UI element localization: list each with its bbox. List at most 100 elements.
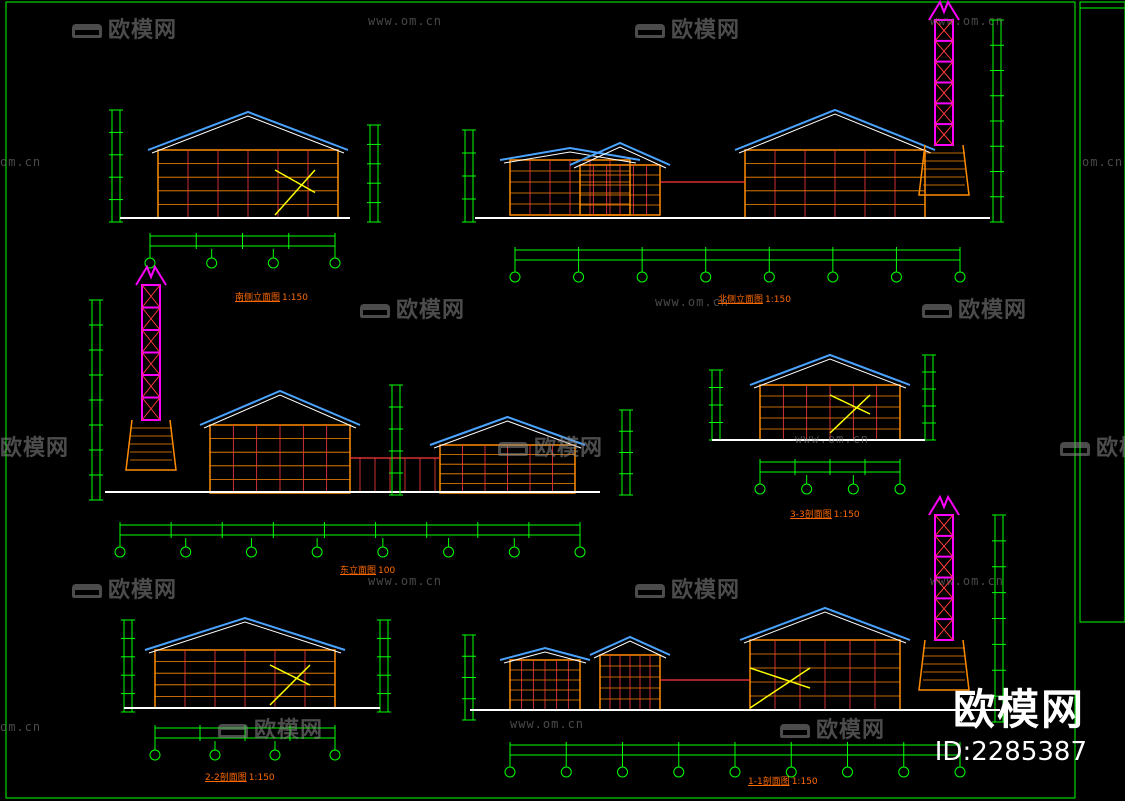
cad-line <box>829 394 837 399</box>
axis-bubble <box>377 546 389 558</box>
axis-bubble <box>801 483 813 495</box>
cad-polyline <box>593 640 667 659</box>
cad-line <box>863 410 871 415</box>
axis-bubble <box>954 271 966 283</box>
cad-line <box>274 207 283 216</box>
cad-polyline <box>569 141 671 166</box>
axis-bubble <box>898 766 910 778</box>
cad-line <box>849 407 858 415</box>
watermark-url: om.cn <box>0 155 42 169</box>
cad-line <box>836 419 844 428</box>
cad-line <box>779 677 791 683</box>
watermark-url: www.om.cn <box>655 295 730 309</box>
watermark-logo: 欧模网 <box>218 712 323 744</box>
cad-polyline <box>499 146 641 161</box>
cad-line <box>274 169 283 175</box>
sofa-icon <box>1060 442 1090 456</box>
axis-bubble <box>329 257 341 269</box>
cad-line <box>276 667 284 673</box>
cad-line <box>934 618 954 641</box>
cad-line <box>799 667 811 676</box>
cad-line <box>934 514 954 537</box>
cad-line <box>862 394 871 402</box>
axis-bubble <box>508 546 520 558</box>
brand-id: ID:2285387 <box>934 737 1087 767</box>
cad-line <box>307 188 316 194</box>
axis-bubble <box>842 766 853 778</box>
cad-polyline <box>928 0 960 21</box>
cad-polyline <box>203 394 357 429</box>
cad-polyline <box>147 110 349 151</box>
cad-line <box>287 192 296 201</box>
cad-line <box>282 670 291 676</box>
cad-line <box>281 199 289 208</box>
watermark-logo: 欧模网 <box>635 12 740 44</box>
watermark-url: om.cn <box>1082 155 1124 169</box>
watermark-logo: 欧模网 <box>360 292 465 324</box>
brand-logo: 欧模网 <box>952 685 1085 734</box>
axis-bubble <box>827 271 839 283</box>
sofa-icon <box>922 304 952 318</box>
axis-bubble <box>754 483 766 495</box>
cad-polyline <box>928 494 960 516</box>
cad-line <box>934 103 954 125</box>
cad-line <box>281 173 289 179</box>
cad-line <box>769 673 781 679</box>
cad-line <box>843 400 851 406</box>
sofa-icon <box>635 584 665 598</box>
cad-polyline <box>125 419 177 471</box>
cad-line <box>141 307 161 331</box>
cad-line <box>934 19 954 42</box>
cad-line <box>289 677 298 686</box>
cad-line <box>282 684 291 693</box>
watermark-logo: 欧模网 <box>72 12 177 44</box>
axis-bubble <box>504 766 516 778</box>
cad-polyline <box>429 415 586 446</box>
cad-line <box>302 680 311 686</box>
watermark-url: www.om.cn <box>510 717 585 731</box>
cad-line <box>799 683 811 689</box>
cad-line <box>856 400 864 409</box>
cad-line <box>276 691 284 699</box>
sofa-icon <box>780 724 810 738</box>
cad-line <box>294 184 303 193</box>
cad-polyline <box>918 639 970 691</box>
cad-polyline <box>918 144 970 196</box>
axis-bubble <box>673 766 685 778</box>
axis-bubble <box>847 483 859 495</box>
cad-line <box>934 556 954 578</box>
cad-line <box>842 413 851 421</box>
axis-bubble <box>560 766 572 778</box>
cad-line <box>307 169 316 178</box>
cad-line <box>287 176 296 182</box>
cad-line <box>934 40 954 62</box>
watermark-logo: 欧模网 <box>1060 430 1125 462</box>
cad-line <box>749 667 761 673</box>
axis-bubble <box>617 766 628 778</box>
axis-bubble <box>894 483 906 495</box>
cad-line <box>296 677 304 683</box>
cad-polyline <box>144 616 346 651</box>
axis-bubble <box>785 766 797 778</box>
cad-polyline <box>753 358 907 389</box>
axis-bubble <box>443 546 455 558</box>
axis-bubble <box>114 546 126 558</box>
cad-line <box>141 284 161 308</box>
cad-polyline <box>151 115 345 154</box>
cad-polyline <box>433 420 582 449</box>
cad-line <box>849 403 857 409</box>
sofa-icon <box>360 304 390 318</box>
axis-bubble <box>890 271 902 283</box>
cad-line <box>934 535 954 557</box>
cad-line <box>856 406 864 412</box>
cad-polyline <box>738 113 932 154</box>
cad-polyline <box>148 621 342 654</box>
